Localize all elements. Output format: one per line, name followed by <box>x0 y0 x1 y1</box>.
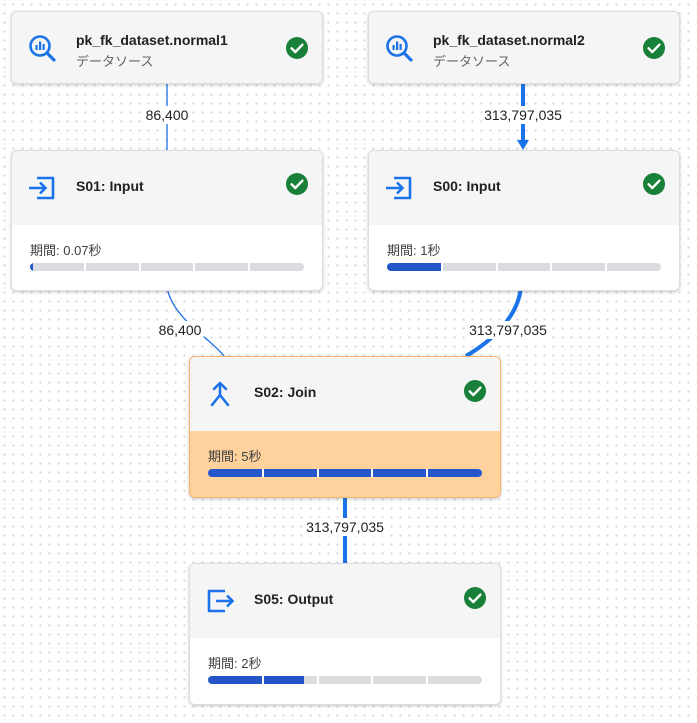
progress-segment-divider <box>426 469 429 477</box>
progress-bar <box>208 676 482 684</box>
input-icon <box>386 176 412 200</box>
node-header: pk_fk_dataset.normal2 データソース <box>369 12 679 83</box>
node-title: pk_fk_dataset.normal1 <box>76 32 228 48</box>
duration-label: 期間: 2秒 <box>208 656 262 671</box>
edge-s00-s02 <box>464 283 525 358</box>
node-header: S00: Input <box>369 151 679 225</box>
bigquery-dataset-icon <box>386 35 413 62</box>
success-check-icon <box>286 37 308 59</box>
node-title: S01: Input <box>76 178 144 194</box>
progress-segment-divider <box>550 263 553 271</box>
datasource-node-normal1[interactable]: pk_fk_dataset.normal1 データソース <box>11 11 323 84</box>
node-title: S05: Output <box>254 591 334 607</box>
edge-label-ds2-s00: 313,797,035 <box>482 106 564 124</box>
node-title: S02: Join <box>254 384 317 400</box>
progress-segment-divider <box>316 469 319 477</box>
success-check-icon <box>643 37 665 59</box>
node-body: 期間: 1秒 <box>369 225 679 290</box>
success-check-icon <box>464 380 486 402</box>
progress-segment-divider <box>605 263 608 271</box>
duration-label: 期間: 1秒 <box>387 243 441 258</box>
progress-segment-divider <box>138 263 141 271</box>
stage-node-s01[interactable]: S01: Input 期間: 0.07秒 <box>11 150 323 291</box>
progress-segment-divider <box>426 676 429 684</box>
edge-s01-s02 <box>163 283 225 357</box>
progress-bar <box>208 469 482 477</box>
node-title: S00: Input <box>433 178 501 194</box>
datasource-node-normal2[interactable]: pk_fk_dataset.normal2 データソース <box>368 11 680 84</box>
node-header: S02: Join <box>190 357 500 431</box>
progress-fill <box>208 469 482 477</box>
duration-label: 期間: 5秒 <box>208 449 262 464</box>
progress-bar <box>387 263 661 271</box>
stage-node-s00[interactable]: S00: Input 期間: 1秒 <box>368 150 680 291</box>
input-icon <box>29 176 55 200</box>
node-subtitle: データソース <box>76 54 154 69</box>
progress-segment-divider <box>371 676 374 684</box>
progress-fill <box>387 263 442 271</box>
progress-fill <box>30 263 33 271</box>
progress-segment-divider <box>440 263 443 271</box>
progress-segment-divider <box>261 676 264 684</box>
stage-node-s05[interactable]: S05: Output 期間: 2秒 <box>189 563 501 705</box>
progress-segment-divider <box>261 469 264 477</box>
edge-label-ds1-s01: 86,400 <box>143 106 191 124</box>
bigquery-dataset-icon <box>29 35 56 62</box>
success-check-icon <box>464 587 486 609</box>
node-header: pk_fk_dataset.normal1 データソース <box>12 12 322 83</box>
stage-node-s02[interactable]: S02: Join 期間: 5秒 <box>189 356 501 498</box>
node-body: 期間: 2秒 <box>190 638 500 704</box>
output-icon <box>207 589 235 613</box>
node-body: 期間: 0.07秒 <box>12 225 322 290</box>
edge-label-s02-s05: 313,797,035 <box>304 518 386 536</box>
edge-label-s00-s02: 313,797,035 <box>467 321 549 339</box>
success-check-icon <box>643 173 665 195</box>
progress-segment-divider <box>495 263 498 271</box>
progress-bar <box>30 263 304 271</box>
success-check-icon <box>286 173 308 195</box>
progress-segment-divider <box>83 263 86 271</box>
node-body: 期間: 5秒 <box>190 431 500 497</box>
progress-segment-divider <box>316 676 319 684</box>
node-subtitle: データソース <box>433 54 511 69</box>
progress-segment-divider <box>193 263 196 271</box>
edge-label-s01-s02: 86,400 <box>156 321 204 339</box>
join-icon <box>210 381 230 407</box>
node-header: S05: Output <box>190 564 500 638</box>
node-title: pk_fk_dataset.normal2 <box>433 32 585 48</box>
node-header: S01: Input <box>12 151 322 225</box>
duration-label: 期間: 0.07秒 <box>30 243 102 258</box>
progress-fill <box>208 676 304 684</box>
progress-segment-divider <box>371 469 374 477</box>
progress-segment-divider <box>248 263 251 271</box>
